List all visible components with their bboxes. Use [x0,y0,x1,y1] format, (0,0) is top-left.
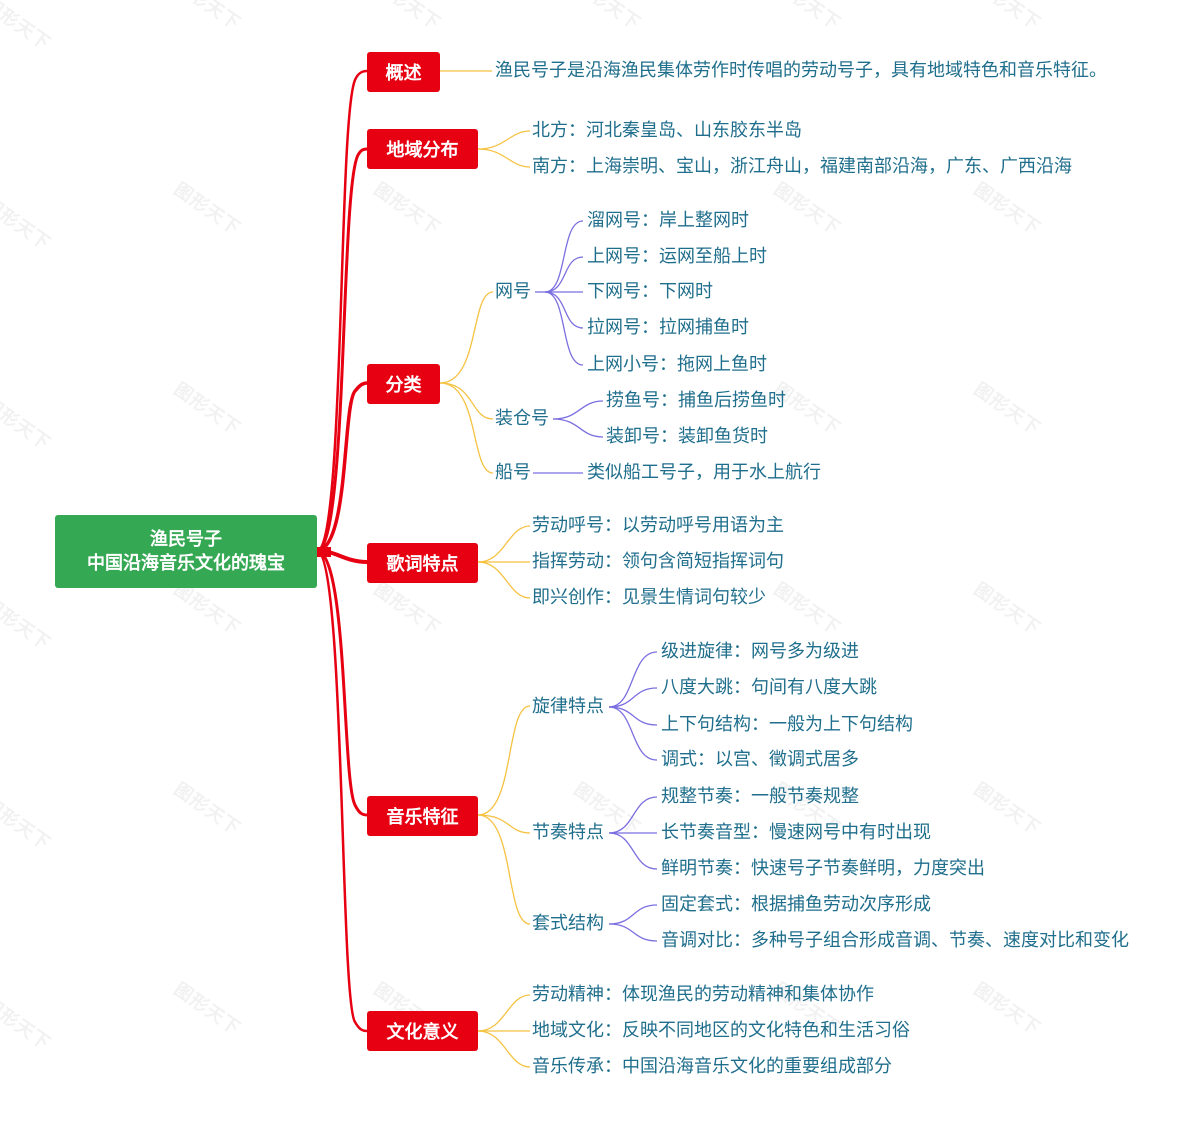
music-rhythm-item[interactable]: 鲜明节奏：快速号子节奏鲜明，力度突出 [661,858,985,879]
distribution-north[interactable]: 北方：河北秦皇岛、山东胶东半岛 [532,120,802,141]
music-group-melody[interactable]: 旋律特点 [532,696,604,717]
class-cargo-item[interactable]: 装卸号：装卸鱼货时 [606,426,768,447]
culture-item[interactable]: 劳动精神：体现渔民的劳动精神和集体协作 [532,984,874,1005]
class-cargo-item[interactable]: 捞鱼号：捕鱼后捞鱼时 [606,390,786,411]
music-rhythm-item[interactable]: 长节奏音型：慢速网号中有时出现 [661,822,931,843]
class-group-boat[interactable]: 船号 [495,462,531,483]
branch-label: 地域分布 [386,140,459,161]
distribution-south[interactable]: 南方：上海崇明、宝山，浙江舟山，福建南部沿海，广东、广西沿海 [532,156,1072,177]
class-group-net[interactable]: 网号 [495,281,531,302]
branch-music[interactable]: 音乐特征 [367,796,478,836]
class-net-item[interactable]: 上网小号：拖网上鱼时 [587,354,767,375]
class-net-item[interactable]: 溜网号：岸上整网时 [587,210,749,231]
lyrics-item[interactable]: 指挥劳动：领句含简短指挥词句 [532,551,784,572]
root-node[interactable]: 渔民号子 中国沿海音乐文化的瑰宝 [55,515,317,588]
culture-item[interactable]: 地域文化：反映不同地区的文化特色和生活习俗 [532,1020,910,1041]
music-rhythm-item[interactable]: 规整节奏：一般节奏规整 [661,786,859,807]
branch-label: 分类 [385,375,422,396]
branch-label: 文化意义 [386,1022,459,1043]
music-suite-item[interactable]: 固定套式：根据捕鱼劳动次序形成 [661,894,931,915]
branch-classification[interactable]: 分类 [367,364,440,404]
music-melody-item[interactable]: 八度大跳：句间有八度大跳 [661,677,877,698]
branch-distribution[interactable]: 地域分布 [367,129,478,169]
branch-label: 音乐特征 [386,807,459,828]
branch-culture[interactable]: 文化意义 [367,1011,478,1051]
music-melody-item[interactable]: 上下句结构：一般为上下句结构 [661,714,913,735]
culture-item[interactable]: 音乐传承：中国沿海音乐文化的重要组成部分 [532,1056,892,1077]
music-suite-item[interactable]: 音调对比：多种号子组合形成音调、节奏、速度对比和变化 [661,930,1129,951]
branch-label: 概述 [385,63,422,84]
class-net-item[interactable]: 拉网号：拉网捕鱼时 [587,317,749,338]
lyrics-item[interactable]: 即兴创作：见景生情词句较少 [532,587,766,608]
class-boat-item[interactable]: 类似船工号子，用于水上航行 [587,462,821,483]
music-group-suite[interactable]: 套式结构 [532,913,604,934]
class-net-item[interactable]: 上网号：运网至船上时 [587,246,767,267]
lyrics-item[interactable]: 劳动呼号：以劳动呼号用语为主 [532,515,784,536]
music-group-rhythm[interactable]: 节奏特点 [532,822,604,843]
music-melody-item[interactable]: 级进旋律：网号多为级进 [661,641,859,662]
branch-lyrics[interactable]: 歌词特点 [367,543,478,583]
branch-label: 歌词特点 [386,554,459,575]
music-melody-item[interactable]: 调式：以宫、徵调式居多 [661,749,859,770]
class-group-cargo[interactable]: 装仓号 [495,408,549,429]
root-subtitle: 中国沿海音乐文化的瑰宝 [87,552,285,574]
branch-overview[interactable]: 概述 [367,52,440,92]
class-net-item[interactable]: 下网号：下网时 [587,281,713,302]
overview-text[interactable]: 渔民号子是沿海渔民集体劳作时传唱的劳动号子，具有地域特色和音乐特征。 [495,60,1107,81]
root-title: 渔民号子 [150,528,222,550]
